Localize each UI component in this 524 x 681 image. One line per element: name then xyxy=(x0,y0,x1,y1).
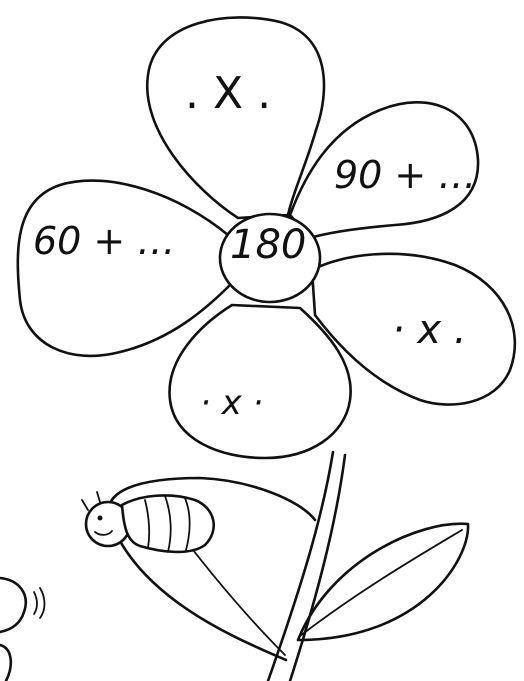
petal-bottom xyxy=(170,305,351,458)
petal-upper-right-label: 90 + … xyxy=(334,156,476,194)
petal-left xyxy=(18,181,230,356)
sound-mark-2 xyxy=(40,588,45,618)
petal-lower-right-label: · x . xyxy=(392,310,467,350)
sound-mark xyxy=(34,592,37,614)
petal-top-label: . X . xyxy=(185,72,271,116)
partial-figure-edge xyxy=(0,578,26,632)
stem-inner xyxy=(290,455,345,681)
partial-figure-edge-lower xyxy=(0,645,11,681)
petal-bottom-label: · x · xyxy=(200,386,263,420)
right-leaf-vein xyxy=(300,530,462,636)
petal-left-label: 60 + … xyxy=(33,222,175,260)
caterpillar xyxy=(82,492,214,552)
flower-center-label: 180 xyxy=(230,225,306,265)
